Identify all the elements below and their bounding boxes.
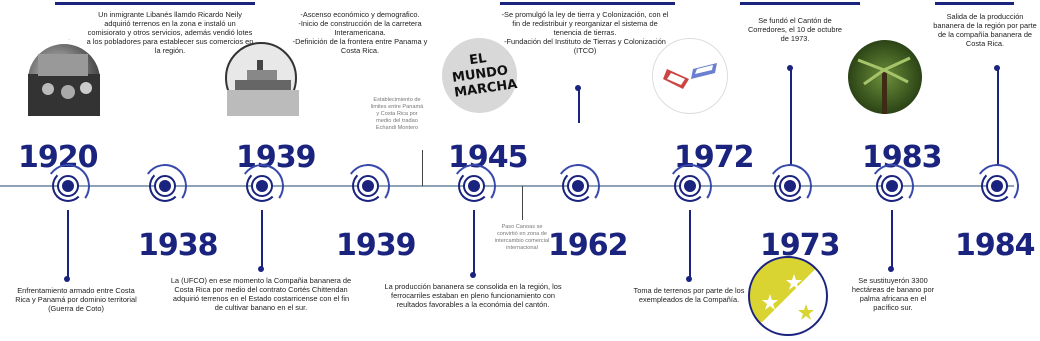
flags-icon — [663, 63, 717, 89]
star-icon — [762, 274, 814, 320]
connector — [689, 210, 691, 278]
connector — [522, 186, 523, 220]
header-bar — [55, 2, 255, 5]
year-1983: 1983 — [862, 140, 942, 175]
event-text-1973: Toma de terrenos por parte de los exempl… — [633, 286, 745, 304]
timeline-node-1920[interactable] — [42, 160, 94, 212]
flag-corredores — [748, 256, 828, 336]
connector-dot — [575, 85, 581, 91]
year-1984: 1984 — [955, 228, 1035, 263]
connector — [261, 210, 263, 268]
timeline-node-1973[interactable] — [764, 160, 816, 212]
connector — [891, 210, 893, 268]
year-1938: 1938 — [138, 228, 218, 263]
timeline-node-1945[interactable] — [448, 160, 500, 212]
connector — [422, 150, 423, 186]
photo-1920 — [28, 44, 100, 116]
timeline-node-1938[interactable] — [139, 160, 191, 212]
crowd-photo-icon — [28, 54, 100, 116]
timeline-node-1962[interactable] — [552, 160, 604, 212]
photo-1939 — [225, 42, 299, 116]
year-1962: 1962 — [548, 228, 628, 263]
timeline-node-1939-a[interactable] — [236, 160, 288, 212]
year-1945: 1945 — [448, 140, 528, 175]
photo-1945-newspaper: EL MUNDO MARCHA — [442, 38, 519, 113]
year-1920: 1920 — [18, 140, 98, 175]
photo-caption: · — [68, 37, 70, 43]
header-bar — [935, 2, 1014, 5]
timeline-axis — [0, 185, 1014, 187]
header-bar — [740, 2, 860, 5]
connector — [790, 68, 792, 165]
event-text-1939-bottom: La (UFCO) en ese momento la Compañia ban… — [170, 276, 352, 312]
timeline-node-1972[interactable] — [664, 160, 716, 212]
year-1939-bottom: 1939 — [336, 228, 416, 263]
timeline-node-1984[interactable] — [971, 160, 1023, 212]
event-text-1939-top: -Ascenso económico y demografico. -Inici… — [292, 10, 428, 55]
connector — [578, 88, 580, 123]
event-text-1972-top: Se fundó el Cantón de Corredores, el 10 … — [747, 16, 843, 43]
timeline-node-1939-b[interactable] — [342, 160, 394, 212]
header-bar — [500, 2, 675, 5]
connector — [997, 68, 999, 165]
event-text-limites: Establecimiento de limites entre Panamá … — [370, 97, 424, 131]
event-text-1984-top: Salida de la producción bananera de la r… — [933, 12, 1037, 48]
palm-photo-icon — [857, 56, 911, 114]
ship-photo-icon — [227, 60, 299, 116]
event-text-1920: Un inmigrante Libanés llamdo Ricardo Nei… — [86, 10, 254, 55]
timeline-node-1983[interactable] — [866, 160, 918, 212]
connector — [473, 210, 475, 274]
connector — [67, 210, 69, 278]
photo-1972 — [652, 38, 728, 114]
connector-dot — [470, 272, 476, 278]
event-text-1984-bottom: Se sustituyerón 3300 hectáreas de banano… — [851, 276, 935, 312]
event-text-1945-top: -Se promulgó la ley de tierra y Coloniza… — [501, 10, 669, 55]
connector-dot — [787, 65, 793, 71]
connector-dot — [888, 266, 894, 272]
connector-dot — [686, 276, 692, 282]
year-1973: 1973 — [760, 228, 840, 263]
connector-dot — [258, 266, 264, 272]
event-text-canoas: Paso Canoas se convirtió en zona de inte… — [494, 224, 550, 251]
event-text-1962: La producción bananera se consolida en l… — [384, 282, 562, 309]
year-1972: 1972 — [674, 140, 754, 175]
newspaper-headline: EL MUNDO MARCHA — [451, 51, 519, 101]
event-text-1938: Enfrentamiento armado entre Costa Rica y… — [15, 286, 137, 313]
connector-dot — [994, 65, 1000, 71]
year-1939-top: 1939 — [236, 140, 316, 175]
connector-dot — [64, 276, 70, 282]
photo-1983 — [848, 40, 922, 114]
